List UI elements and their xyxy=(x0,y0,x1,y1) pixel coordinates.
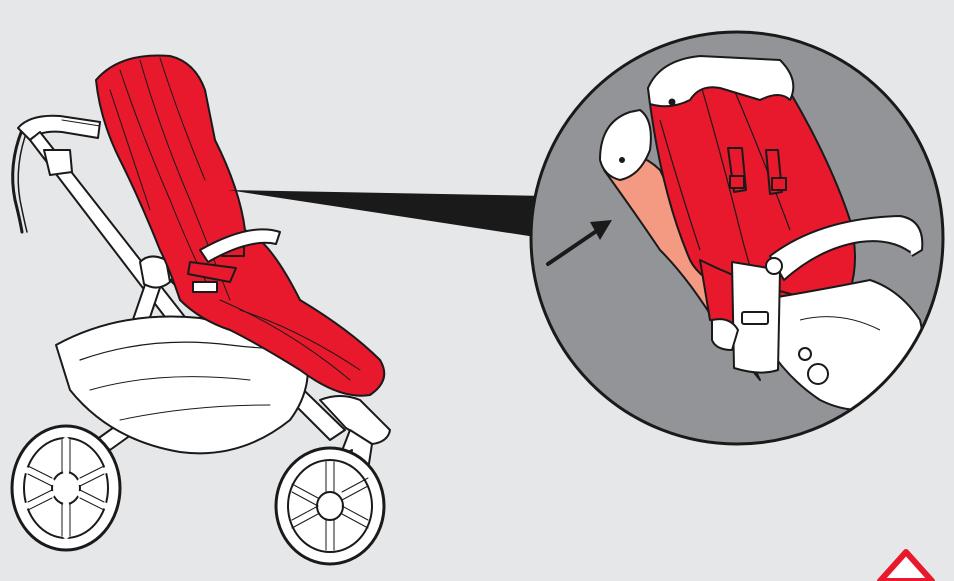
callout-pointer xyxy=(228,190,548,238)
stroller-seat xyxy=(95,54,386,397)
front-wheel xyxy=(274,446,386,566)
arrow-icon xyxy=(546,220,612,266)
stroller-illustration xyxy=(10,54,391,566)
bumper-bar xyxy=(199,228,281,263)
handlebar xyxy=(17,114,101,141)
warning-triangle-icon xyxy=(877,549,935,581)
magnifier-detail-circle xyxy=(529,30,945,446)
rear-wheel xyxy=(10,424,122,552)
